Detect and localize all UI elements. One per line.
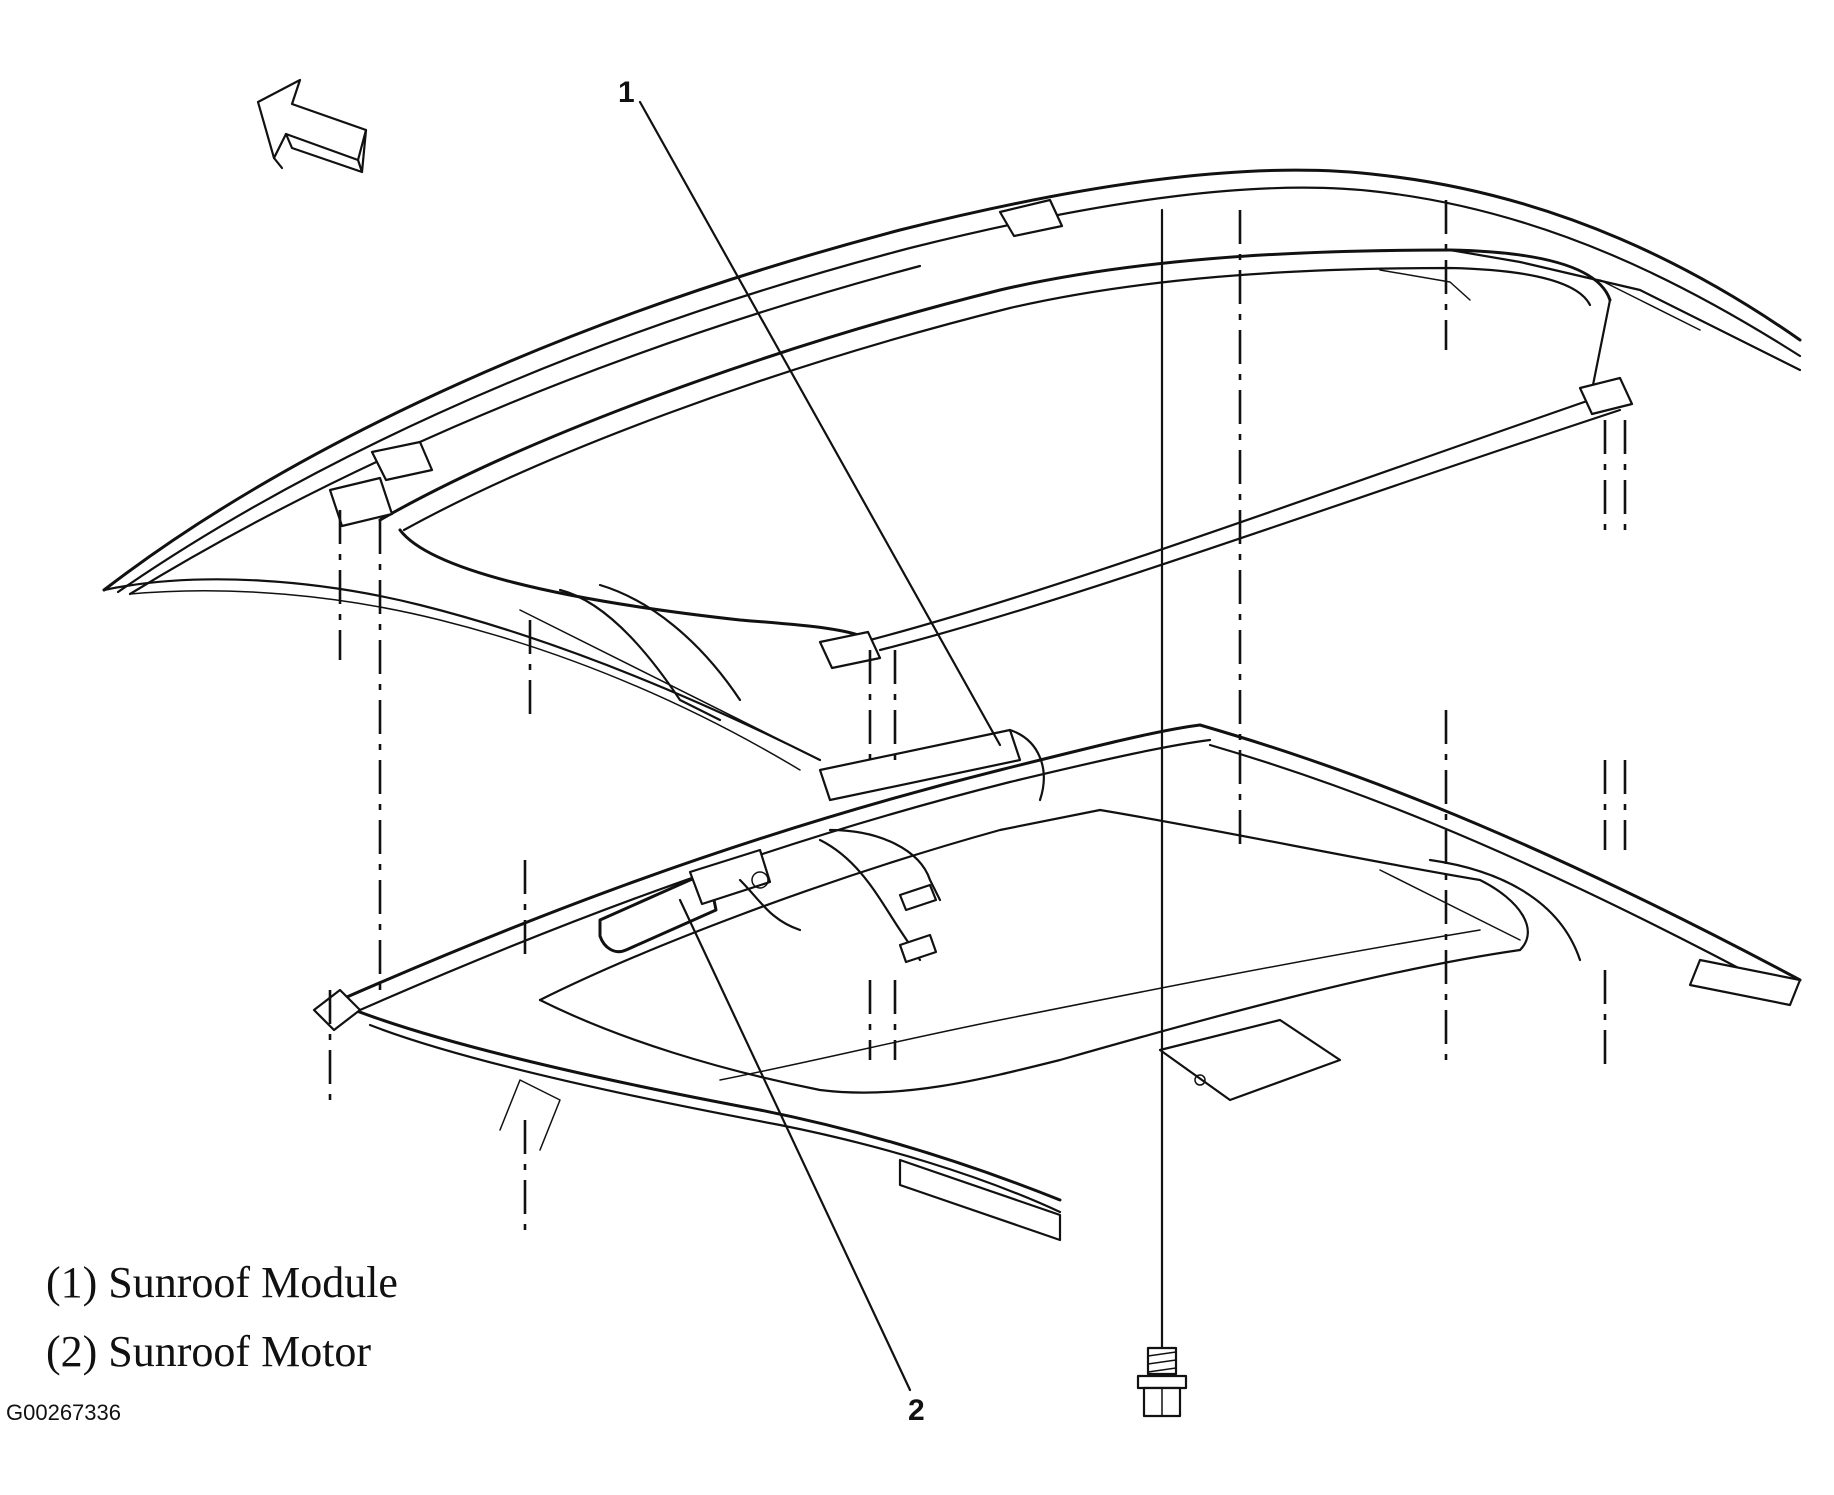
legend-item-2: (2) Sunroof Motor — [46, 1327, 371, 1376]
roof-panel — [102, 168, 1802, 771]
callout-2-leader — [678, 898, 912, 1392]
bolt-icon — [1136, 1346, 1188, 1418]
callout-1-number: 1 — [618, 76, 635, 109]
legend-item-1: (1) Sunroof Module — [46, 1258, 398, 1307]
figure-code: G00267336 — [6, 1400, 121, 1425]
direction-arrow-icon — [256, 78, 368, 174]
callout-2-number: 2 — [908, 1394, 925, 1427]
callout-1-leader — [638, 100, 1002, 747]
alignment-lines — [328, 200, 1627, 1235]
sunroof-module — [312, 723, 1802, 1242]
